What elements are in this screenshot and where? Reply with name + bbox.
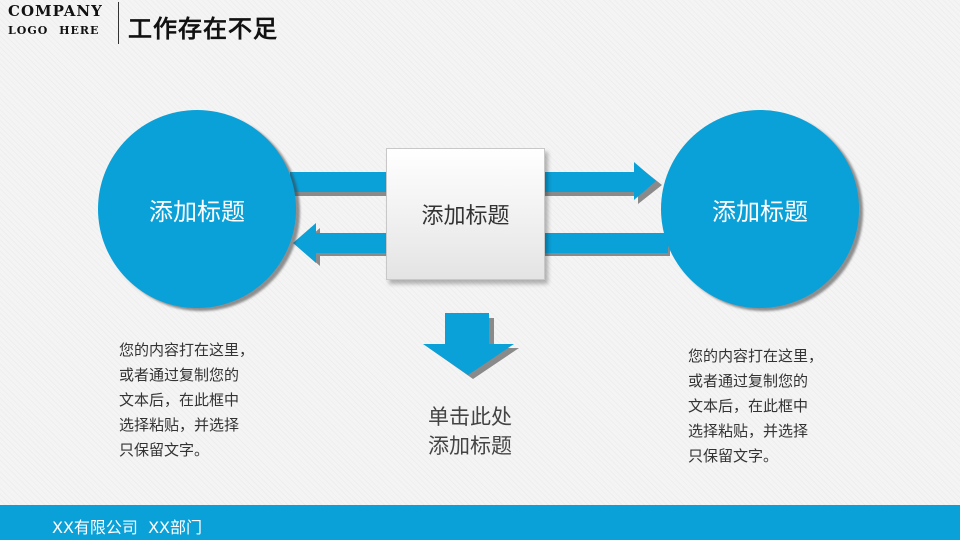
text-line: 文本后，在此框中 xyxy=(688,397,809,415)
center-box[interactable]: 添加标题 xyxy=(386,148,545,280)
logo-line-2: LOGO HERE xyxy=(8,24,100,37)
left-description[interactable]: 您的内容打在这里， 或者通过复制您的 文本后，在此框中 选择粘贴，并选择 只保留… xyxy=(119,338,254,463)
footer-text: XX有限公司 XX部门 xyxy=(52,518,203,537)
center-caption[interactable]: 单击此处 添加标题 xyxy=(400,403,540,461)
caption-line: 单击此处 xyxy=(428,405,512,429)
center-box-label: 添加标题 xyxy=(421,204,510,229)
right-circle-label: 添加标题 xyxy=(712,197,808,226)
text-line: 您的内容打在这里， xyxy=(688,347,824,365)
header-divider xyxy=(118,2,119,44)
text-line: 或者通过复制您的 xyxy=(119,366,240,384)
footer-bar: XX有限公司 XX部门 xyxy=(0,505,960,540)
text-line: 文本后，在此框中 xyxy=(119,391,240,409)
right-circle[interactable]: 添加标题 xyxy=(661,110,859,308)
text-line: 或者通过复制您的 xyxy=(688,372,809,390)
caption-line: 添加标题 xyxy=(428,434,512,458)
left-circle[interactable]: 添加标题 xyxy=(98,110,296,308)
text-line: 您的内容打在这里， xyxy=(119,341,255,359)
text-line: 选择粘贴，并选择 xyxy=(119,416,240,434)
down-arrow xyxy=(423,313,514,375)
text-line: 只保留文字。 xyxy=(119,441,210,459)
company-logo: COMPANY LOGO HERE xyxy=(8,2,103,37)
text-line: 选择粘贴，并选择 xyxy=(688,422,809,440)
logo-line-1: COMPANY xyxy=(8,2,103,20)
slide-title: 工作存在不足 xyxy=(128,15,278,43)
right-description[interactable]: 您的内容打在这里， 或者通过复制您的 文本后，在此框中 选择粘贴，并选择 只保留… xyxy=(688,344,823,469)
left-circle-label: 添加标题 xyxy=(149,197,245,226)
text-line: 只保留文字。 xyxy=(688,447,779,465)
